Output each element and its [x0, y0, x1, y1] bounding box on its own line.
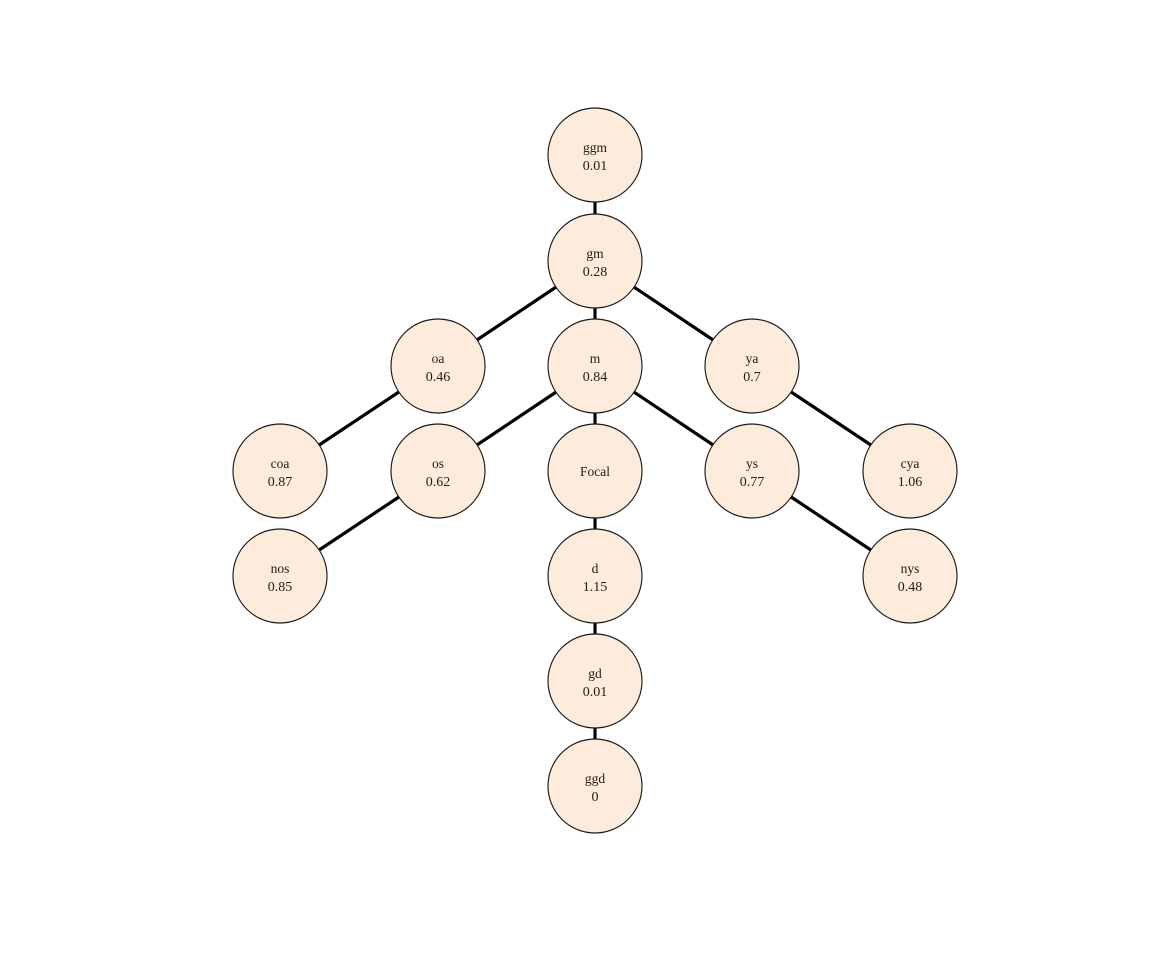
node-ya[interactable]: ya 0.7	[704, 318, 800, 414]
node-nos[interactable]: nos 0.85	[232, 528, 328, 624]
node-cya[interactable]: cya 1.06	[862, 423, 958, 519]
edge-os-nos	[318, 495, 400, 552]
node-value-ya: 0.7	[743, 370, 761, 385]
node-label-nos: nos	[271, 561, 290, 576]
node-label-ggm: ggm	[583, 140, 608, 155]
edge-gm-ya	[633, 285, 714, 342]
node-circle-m[interactable]	[547, 318, 643, 414]
node-circle-d[interactable]	[547, 528, 643, 624]
node-d[interactable]: d 1.15	[547, 528, 643, 624]
node-ggm[interactable]: ggm 0.01	[547, 107, 643, 203]
node-os[interactable]: os 0.62	[390, 423, 486, 519]
node-value-nos: 0.85	[268, 580, 293, 595]
node-label-cya: cya	[901, 456, 920, 471]
node-value-gm: 0.28	[583, 265, 608, 280]
edge-oa-coa	[318, 390, 400, 447]
edge-layer	[318, 202, 872, 739]
node-circle-cya[interactable]	[862, 423, 958, 519]
node-value-ggm: 0.01	[583, 159, 608, 174]
node-nys[interactable]: nys 0.48	[862, 528, 958, 624]
node-ggd[interactable]: ggd 0	[547, 738, 643, 834]
node-label-focal: Focal	[580, 464, 610, 479]
node-label-d: d	[592, 561, 599, 576]
node-label-oa: oa	[432, 351, 445, 366]
node-circle-ggm[interactable]	[547, 107, 643, 203]
node-ys[interactable]: ys 0.77	[704, 423, 800, 519]
node-circle-coa[interactable]	[232, 423, 328, 519]
node-circle-ggd[interactable]	[547, 738, 643, 834]
node-circle-ys[interactable]	[704, 423, 800, 519]
node-coa[interactable]: coa 0.87	[232, 423, 328, 519]
node-circle-nys[interactable]	[862, 528, 958, 624]
node-layer: ggm 0.01 gm 0.28 oa 0.46 m 0.84 ya 0.7 coa 0.87 os 0.…	[232, 107, 958, 834]
node-label-ys: ys	[746, 456, 758, 471]
node-value-ys: 0.77	[740, 475, 765, 490]
node-circle-focal[interactable]	[547, 423, 643, 519]
node-circle-gm[interactable]	[547, 213, 643, 309]
node-gm[interactable]: gm 0.28	[547, 213, 643, 309]
node-circle-gd[interactable]	[547, 633, 643, 729]
node-label-gm: gm	[586, 246, 604, 261]
edge-gm-oa	[476, 285, 557, 342]
node-label-m: m	[590, 351, 601, 366]
node-value-gd: 0.01	[583, 685, 608, 700]
node-value-os: 0.62	[426, 475, 451, 490]
node-value-coa: 0.87	[268, 475, 293, 490]
edge-ys-nys	[790, 495, 872, 552]
node-label-nys: nys	[901, 561, 920, 576]
node-value-m: 0.84	[583, 370, 608, 385]
node-label-ya: ya	[746, 351, 759, 366]
node-focal[interactable]: Focal	[547, 423, 643, 519]
node-label-ggd: ggd	[585, 771, 606, 786]
node-value-oa: 0.46	[426, 370, 451, 385]
node-circle-oa[interactable]	[390, 318, 486, 414]
node-oa[interactable]: oa 0.46	[390, 318, 486, 414]
node-label-os: os	[432, 456, 444, 471]
node-label-gd: gd	[588, 666, 602, 681]
node-gd[interactable]: gd 0.01	[547, 633, 643, 729]
node-value-cya: 1.06	[898, 475, 923, 490]
edge-m-ys	[633, 390, 714, 447]
node-m[interactable]: m 0.84	[547, 318, 643, 414]
node-circle-os[interactable]	[390, 423, 486, 519]
edge-m-os	[476, 390, 557, 447]
node-label-coa: coa	[271, 456, 290, 471]
node-value-d: 1.15	[583, 580, 608, 595]
node-circle-ya[interactable]	[704, 318, 800, 414]
node-value-ggd: 0	[592, 790, 599, 805]
node-circle-nos[interactable]	[232, 528, 328, 624]
edge-ya-cya	[790, 390, 872, 447]
node-value-nys: 0.48	[898, 580, 923, 595]
